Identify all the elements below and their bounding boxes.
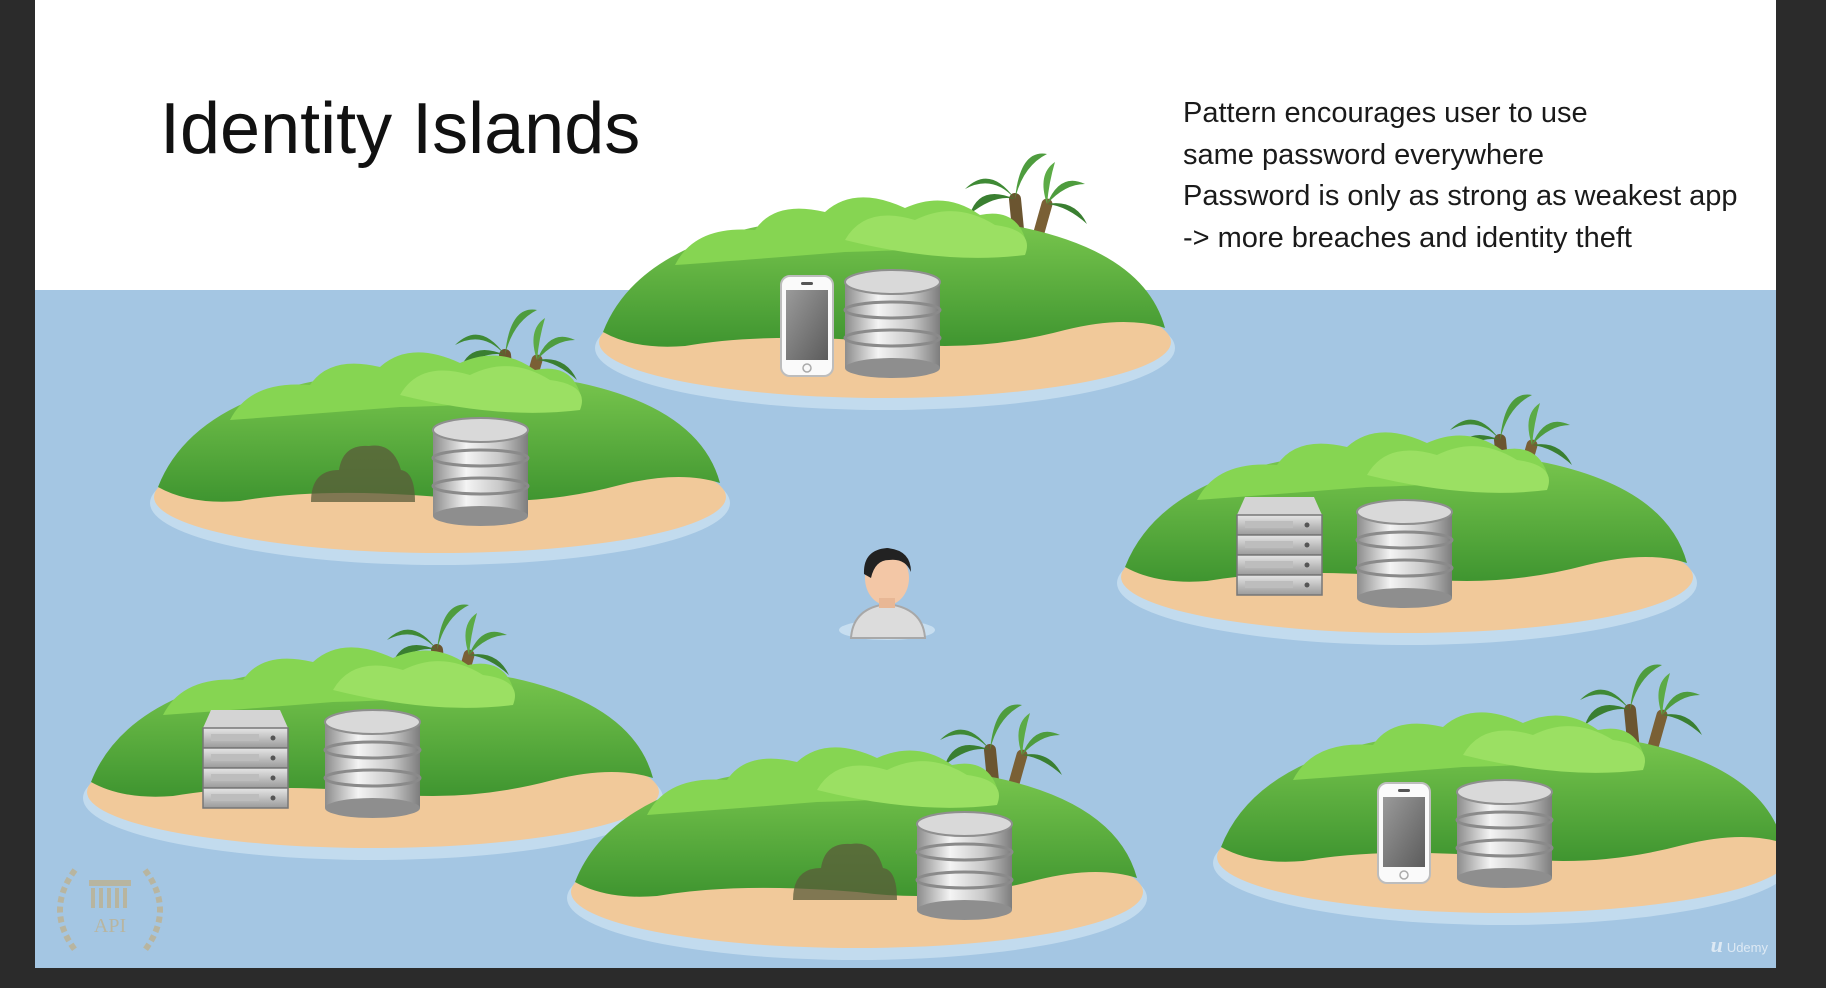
database-icon	[323, 708, 422, 820]
note-line: Password is only as strong as weakest ap…	[1183, 180, 1738, 212]
note-line: -> more breaches and identity theft	[1183, 221, 1632, 254]
note-line: Pattern encourages user to use	[1183, 97, 1588, 129]
slide: Identity Islands Pattern encourages user…	[35, 0, 1776, 968]
database-icon	[1455, 778, 1554, 890]
server-rack-icon	[1236, 496, 1323, 596]
brand-text: Udemy	[1726, 940, 1768, 955]
islands-scene: API	[57, 0, 1776, 960]
api-logo-text: API	[94, 915, 126, 937]
user-icon	[839, 548, 935, 640]
database-icon	[431, 416, 530, 528]
server-rack-icon	[202, 709, 289, 809]
slide-notes: Pattern encourages user to use same pass…	[1183, 93, 1773, 259]
database-icon	[915, 810, 1014, 922]
island-bottom-right	[1213, 665, 1776, 925]
island-top-center	[595, 154, 1175, 410]
note-line: same password everywhere	[1183, 138, 1545, 171]
database-icon	[843, 268, 942, 380]
database-icon	[1355, 498, 1454, 610]
island-bottom-center	[567, 705, 1147, 960]
smartphone-icon	[1377, 782, 1431, 884]
api-logo: API	[57, 868, 163, 952]
smartphone-icon	[780, 275, 834, 377]
slide-title: Identity Islands	[160, 89, 641, 169]
island-lower-left	[83, 605, 663, 860]
island-right	[1117, 395, 1697, 645]
